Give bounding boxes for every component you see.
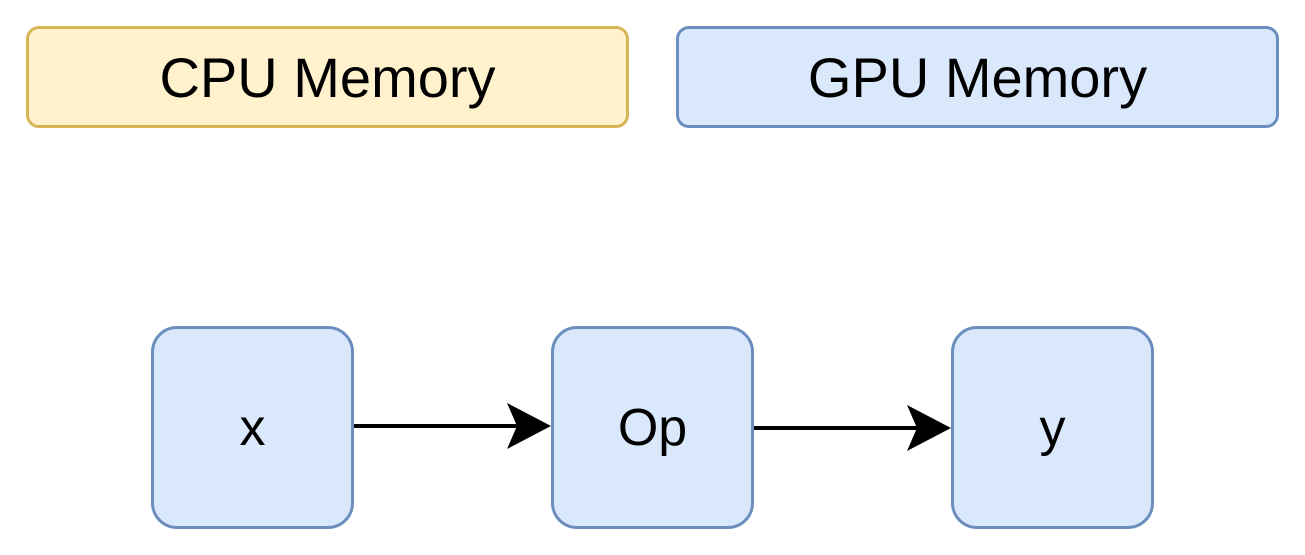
gpu-memory-legend: GPU Memory — [676, 26, 1279, 128]
gpu-memory-label: GPU Memory — [807, 45, 1148, 109]
node-y-label: y — [1039, 398, 1066, 457]
node-x-label: x — [239, 398, 266, 457]
edge-x-to-op — [354, 403, 551, 449]
node-op-label: Op — [617, 398, 688, 457]
node-x: x — [151, 326, 354, 529]
arrowhead-icon — [907, 405, 951, 451]
arrowhead-icon — [507, 403, 551, 449]
cpu-memory-legend: CPU Memory — [26, 26, 629, 128]
cpu-memory-label: CPU Memory — [159, 45, 496, 109]
edge-op-to-y — [754, 405, 951, 451]
node-y: y — [951, 326, 1154, 529]
node-op: Op — [551, 326, 754, 529]
